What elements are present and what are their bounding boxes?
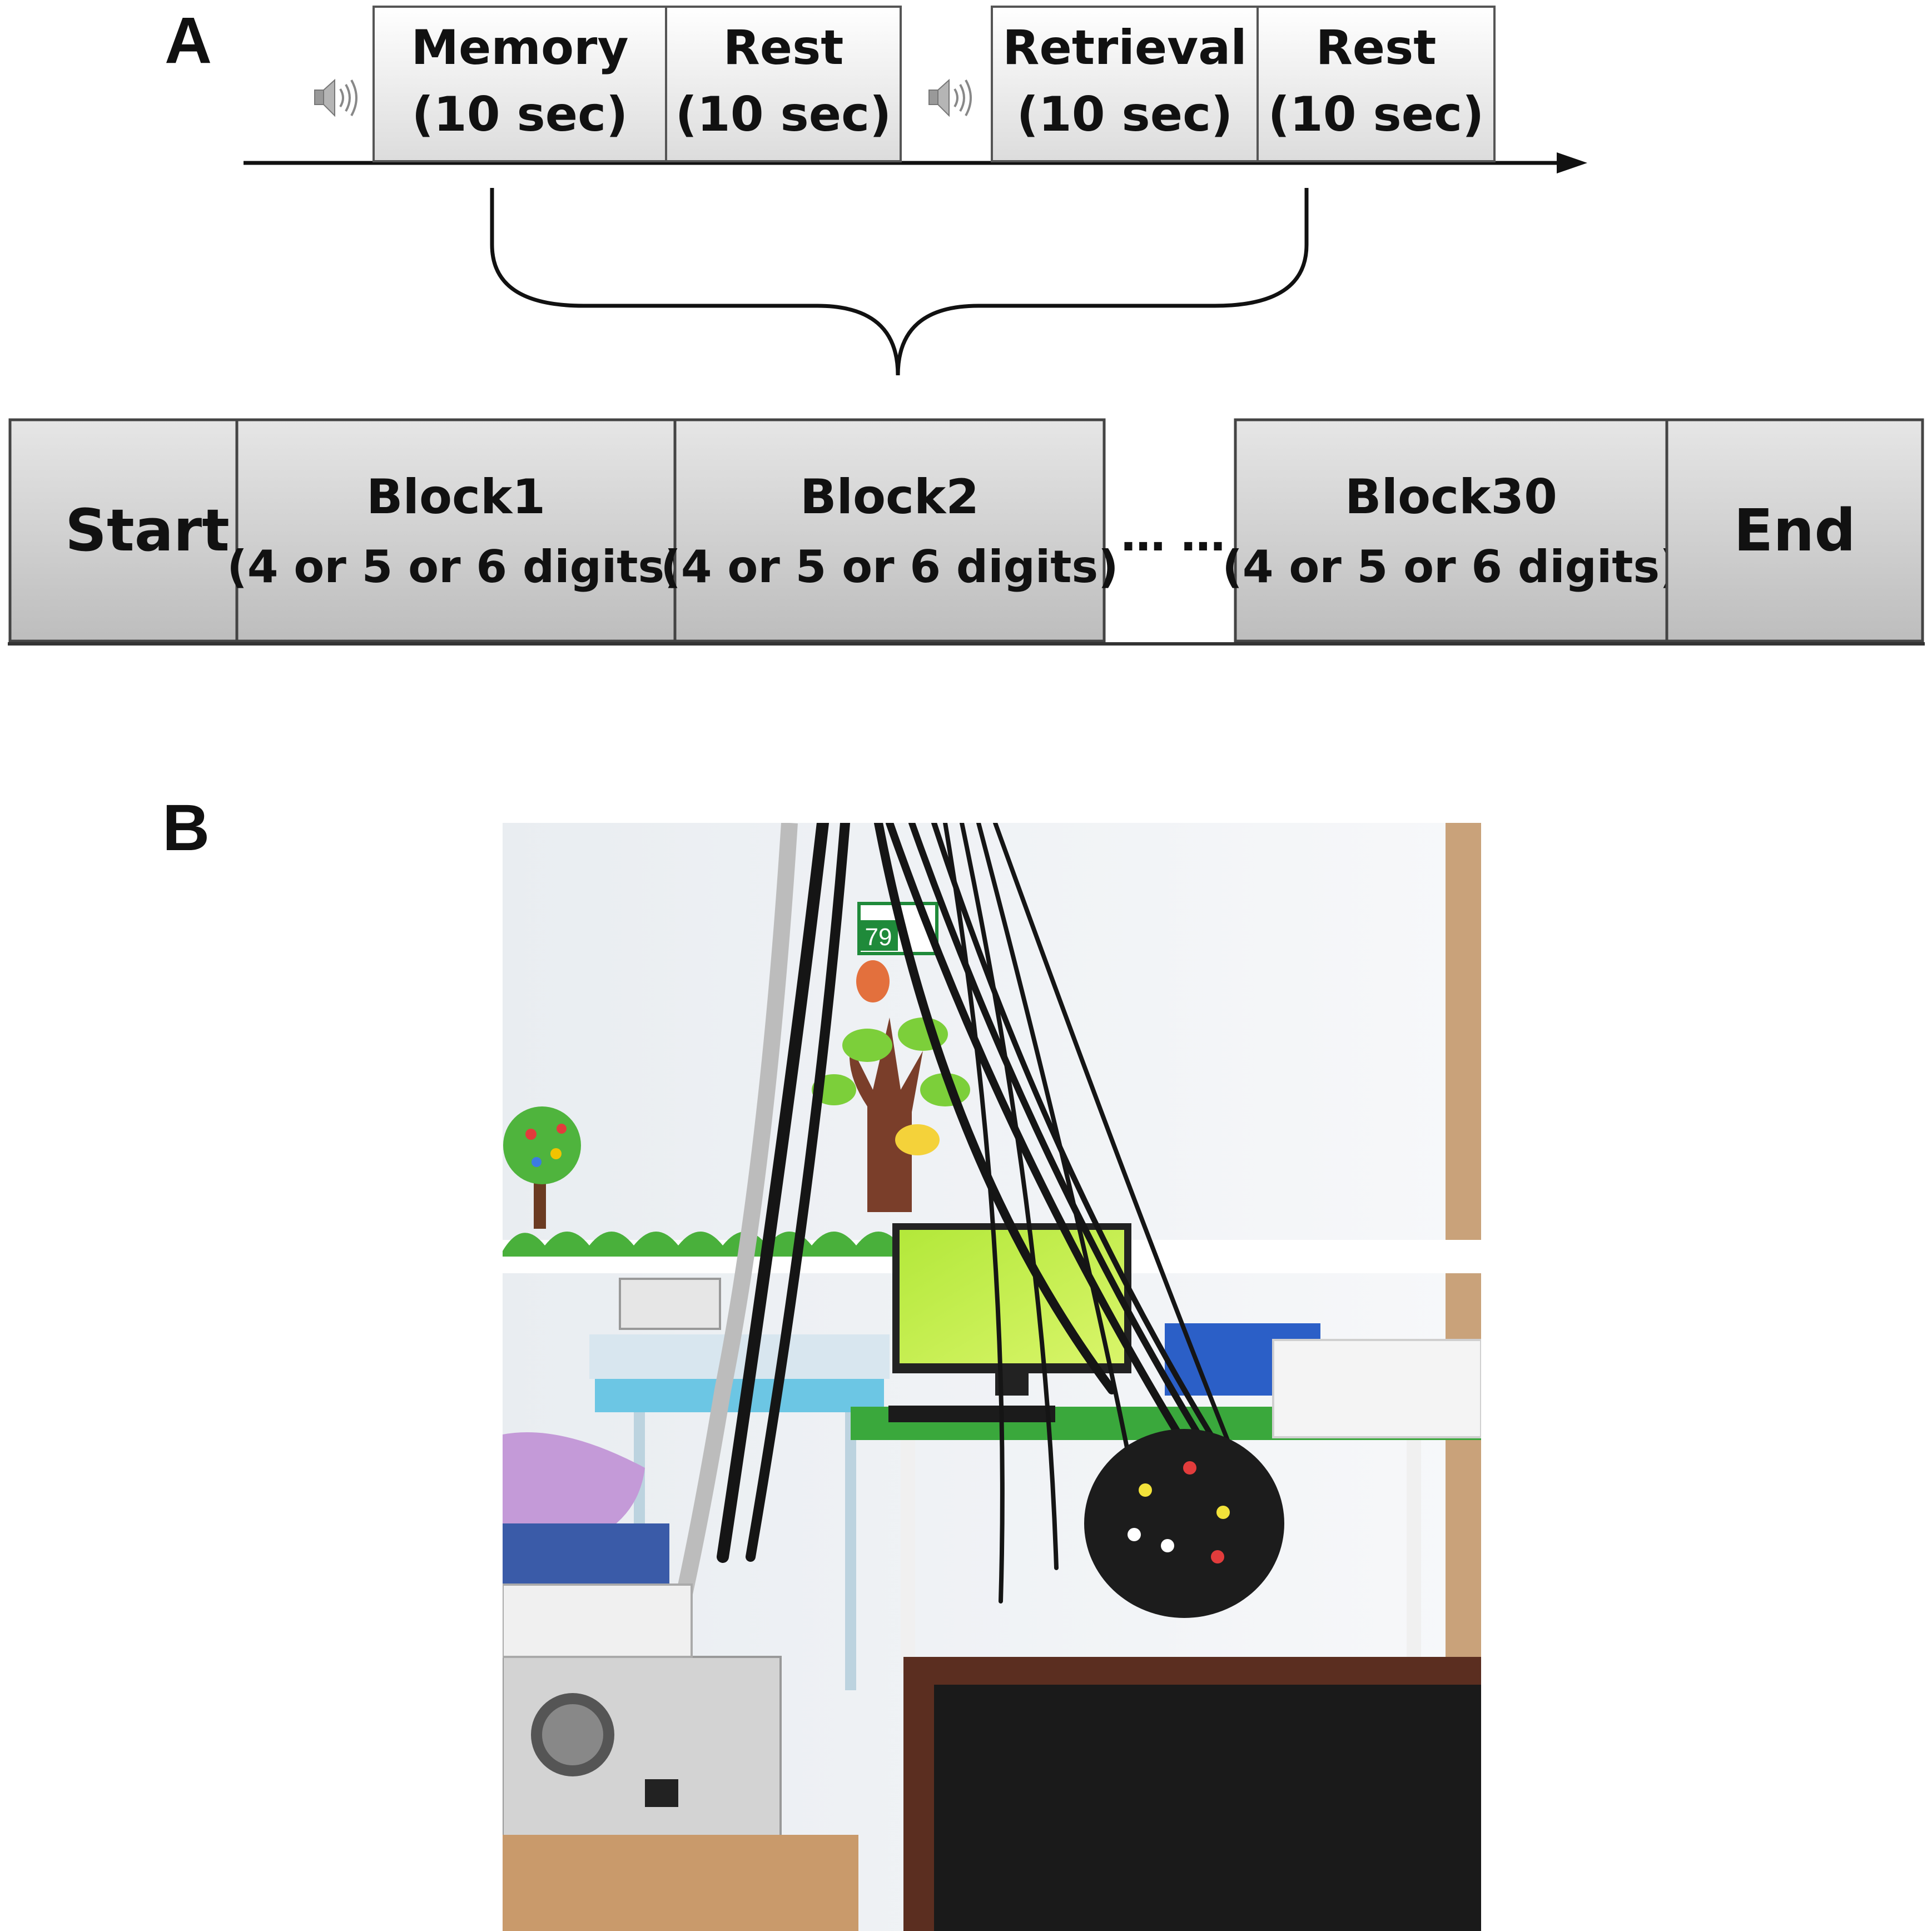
curly-brace bbox=[490, 188, 1309, 376]
panel-a-label: A bbox=[165, 4, 212, 77]
timeline-box-duration: (10 sec) bbox=[1017, 87, 1233, 142]
room-sign: 79 bbox=[857, 902, 938, 955]
block-digits: (4 or 5 or 6 digits) bbox=[660, 541, 1118, 593]
room-sign-number: 79 bbox=[865, 924, 892, 951]
chair bbox=[903, 1657, 1481, 1931]
equipment-cart bbox=[589, 1278, 890, 1690]
timeline-box-rest: Rest (10 sec) bbox=[665, 6, 902, 162]
timeline-box-duration: (10 sec) bbox=[412, 87, 628, 142]
sequence-ellipsis: … … bbox=[1121, 509, 1225, 561]
sequence-box-block1: Block1 (4 or 5 or 6 digits) bbox=[227, 418, 685, 643]
block-title: Block1 bbox=[366, 469, 545, 525]
blue-box bbox=[1165, 1323, 1320, 1396]
timeline-box-duration: (10 sec) bbox=[1268, 87, 1484, 142]
sequence-start-label: Start bbox=[65, 497, 230, 564]
sequence-end-label: End bbox=[1734, 497, 1856, 564]
tree-decal bbox=[503, 1106, 581, 1229]
tree-decal bbox=[812, 1017, 970, 1212]
block-digits: (4 or 5 or 6 digits) bbox=[227, 541, 684, 593]
keyboard bbox=[888, 1406, 1055, 1422]
timeline-box-retrieval: Retrieval (10 sec) bbox=[991, 6, 1259, 162]
ribbon-cable bbox=[659, 823, 798, 1670]
amplifier-unit bbox=[503, 1583, 782, 1841]
block-title: Block30 bbox=[1345, 469, 1557, 525]
timeline-box-title: Retrieval bbox=[1002, 20, 1246, 76]
wooden-desk bbox=[503, 1835, 858, 1931]
sequence-box-block30: Block30 (4 or 5 or 6 digits) bbox=[1222, 418, 1680, 643]
task-timeline-diagram: Memory (10 sec) Rest (10 sec) Retrieval … bbox=[8, 6, 1925, 646]
owl-decal bbox=[856, 960, 890, 1002]
timeline-box-duration: (10 sec) bbox=[676, 87, 892, 142]
timeline-box-memory: Memory (10 sec) bbox=[373, 6, 667, 162]
block-digits: (4 or 5 or 6 digits) bbox=[1222, 541, 1680, 593]
timeline-box-title: Rest bbox=[723, 20, 844, 76]
speaker-icon bbox=[314, 78, 357, 117]
timeline-arrowhead bbox=[1557, 152, 1587, 173]
eeg-cables bbox=[717, 823, 1259, 1604]
sequence-box-block2: Block2 (4 or 5 or 6 digits) bbox=[660, 418, 1119, 643]
speaker-icon bbox=[928, 78, 972, 117]
timeline-box-rest-2: Rest (10 sec) bbox=[1256, 6, 1496, 162]
door-frame bbox=[1446, 823, 1481, 1931]
pillow bbox=[503, 1432, 645, 1540]
sequence-box-end: End bbox=[1665, 418, 1924, 643]
green-table bbox=[851, 1407, 1481, 1440]
sequence-box-start: Start bbox=[8, 418, 239, 643]
grass-decal bbox=[503, 1232, 901, 1257]
panel-b-label: B bbox=[162, 791, 210, 865]
block-title: Block2 bbox=[800, 469, 979, 525]
monitor bbox=[892, 1223, 1131, 1396]
timeline-box-title: Rest bbox=[1316, 20, 1437, 76]
eeg-cap bbox=[1084, 1429, 1284, 1618]
timeline-box-title: Memory bbox=[411, 20, 628, 76]
bed bbox=[503, 1523, 669, 1612]
foam-box bbox=[1272, 1339, 1481, 1438]
